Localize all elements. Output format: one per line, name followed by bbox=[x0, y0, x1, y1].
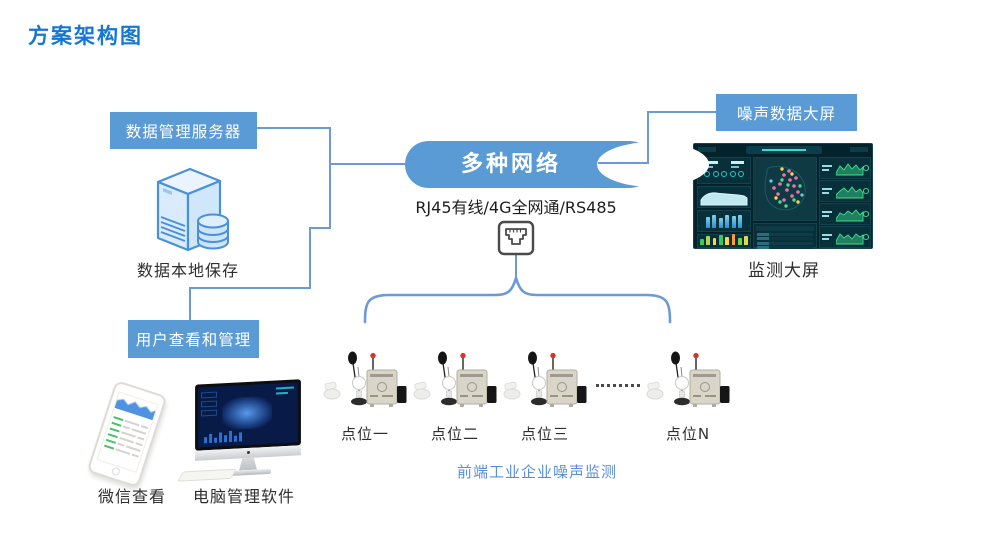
device-label: 点位N bbox=[665, 425, 711, 443]
dash-color-bars-panel bbox=[697, 234, 751, 248]
dash-right-panel bbox=[819, 203, 871, 225]
pc-caption: 电脑管理软件 bbox=[192, 487, 295, 506]
phone-chart bbox=[114, 392, 158, 421]
connector-rj45-to-brace bbox=[515, 255, 517, 279]
wechat-caption: 微信查看 bbox=[97, 487, 166, 506]
smartphone-wechat-icon bbox=[86, 380, 168, 488]
monitoring-big-screen-image bbox=[693, 143, 873, 249]
imac-screen bbox=[195, 379, 301, 451]
device-label: 点位二 bbox=[430, 425, 479, 443]
connector-trunk-vertical bbox=[329, 127, 331, 229]
dash-table-panel bbox=[753, 223, 817, 249]
dash-right-panel bbox=[819, 226, 871, 248]
imac-screen-topbars bbox=[275, 386, 294, 398]
frontend-caption: 前端工业企业噪声监测 bbox=[456, 463, 617, 481]
apple-logo-dot bbox=[247, 450, 250, 455]
connector-to-user-box bbox=[189, 287, 311, 289]
connector-to-screen-box bbox=[649, 111, 716, 113]
server-box-label: 数据管理服务器 bbox=[125, 122, 242, 141]
connector-user-box-drop bbox=[189, 287, 191, 321]
dash-titlebar bbox=[746, 146, 822, 154]
network-cloud-label: 多种网络 bbox=[460, 152, 561, 177]
dash-corner-left bbox=[698, 147, 716, 152]
connector-jog bbox=[309, 227, 331, 229]
server-box: 数据管理服务器 bbox=[110, 112, 257, 149]
horizontal-curly-brace bbox=[363, 273, 672, 324]
imac-stand-neck bbox=[239, 458, 257, 471]
keyboard bbox=[177, 468, 237, 482]
imac-screen-map-glow bbox=[222, 395, 272, 431]
page-title: 方案架构图 bbox=[28, 24, 143, 48]
imac-screen-bars bbox=[204, 430, 243, 444]
connector-cloud-to-screen-h bbox=[598, 162, 649, 164]
dash-right-panel bbox=[819, 180, 871, 202]
server-caption: 数据本地保存 bbox=[136, 261, 239, 280]
noise-sensor-station-icon bbox=[413, 350, 497, 422]
connector-trunk-to-cloud bbox=[331, 163, 409, 165]
continuation-dots bbox=[596, 384, 640, 387]
phone-home-button bbox=[110, 466, 121, 477]
connector-down-left bbox=[309, 227, 311, 289]
imac-dashboard-icon bbox=[177, 379, 302, 482]
device-label: 点位三 bbox=[520, 425, 569, 443]
network-types-caption: RJ45有线/4G全网通/RS485 bbox=[415, 198, 617, 217]
device-label: 点位一 bbox=[340, 425, 389, 443]
dash-area-panel bbox=[697, 186, 751, 208]
noise-sensor-station-icon bbox=[646, 350, 730, 422]
noise-sensor-station-icon bbox=[503, 350, 587, 422]
connector-cloud-to-screen-v bbox=[647, 111, 649, 164]
dash-bars-panel bbox=[697, 210, 751, 232]
server-database-icon bbox=[156, 167, 229, 252]
dash-map-panel bbox=[753, 157, 817, 221]
screen-box-label: 噪声数据大屏 bbox=[736, 104, 836, 123]
connector-server-to-trunk bbox=[257, 127, 331, 129]
ethernet-port-icon bbox=[497, 220, 535, 256]
user-box-label: 用户查看和管理 bbox=[135, 331, 252, 349]
screen-box: 噪声数据大屏 bbox=[716, 94, 857, 131]
dash-right-panel bbox=[819, 157, 871, 179]
dash-corner-right bbox=[850, 147, 868, 152]
phone-screen bbox=[96, 391, 159, 473]
noise-sensor-station-icon bbox=[323, 350, 407, 422]
user-box: 用户查看和管理 bbox=[128, 320, 259, 358]
screen-caption: 监测大屏 bbox=[748, 261, 820, 281]
network-cloud-notch bbox=[597, 142, 709, 187]
imac-screen-sidepanels bbox=[201, 391, 218, 420]
